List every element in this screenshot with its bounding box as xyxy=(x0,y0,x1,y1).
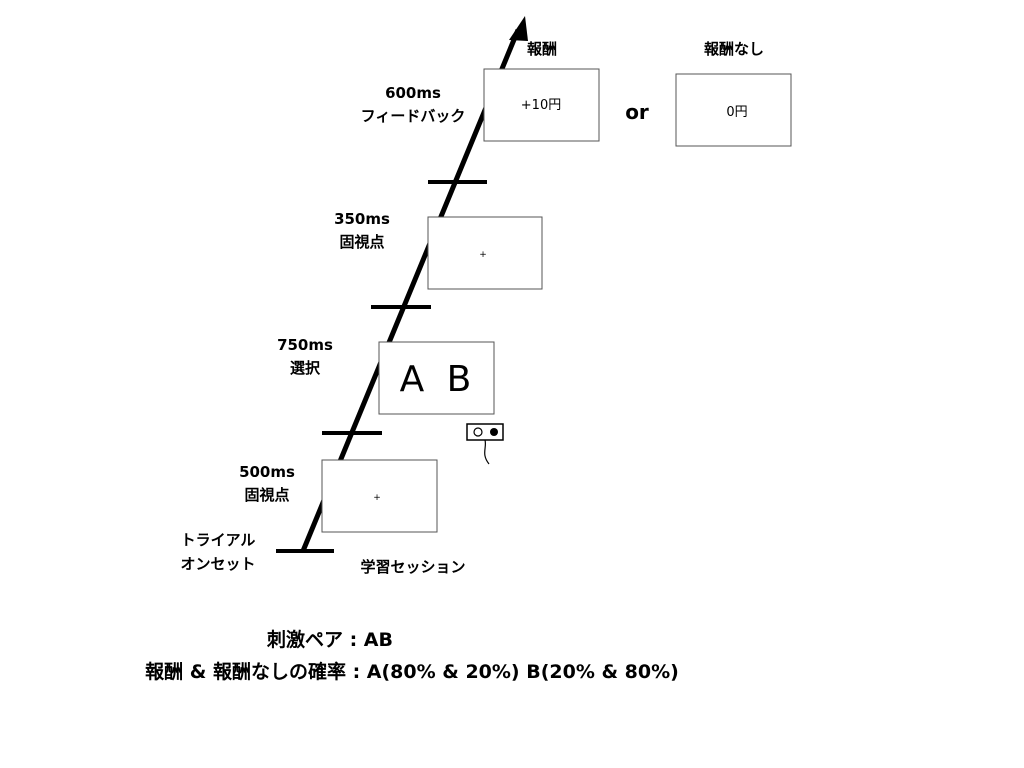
stimulus-pair-caption: 刺激ペア : AB xyxy=(267,628,393,651)
choice-name: 選択 xyxy=(290,359,321,377)
fixation-cross-icon: + xyxy=(373,493,381,503)
noreward-screen xyxy=(675,73,792,147)
trial-onset-line2: オンセット xyxy=(180,555,255,573)
fixation-screen-1 xyxy=(321,459,438,533)
fixation-2-name: 固視点 xyxy=(339,233,384,251)
choice-duration: 750ms xyxy=(277,336,333,354)
choice-screen xyxy=(378,341,495,415)
noreward-value: 0円 xyxy=(726,105,747,120)
fixation-1-duration: 500ms xyxy=(239,463,295,481)
reward-screen xyxy=(483,68,600,142)
feedback-duration: 600ms xyxy=(385,84,441,102)
session-label: 学習セッション xyxy=(360,558,465,576)
trial-onset-line1: トライアル xyxy=(181,531,256,549)
stimulus-a: A xyxy=(400,359,425,400)
fixation-2-duration: 350ms xyxy=(334,210,390,228)
feedback-name: フィードバック xyxy=(361,107,466,125)
timeline-arrowhead xyxy=(509,16,528,41)
fixation-1-name: 固視点 xyxy=(244,486,289,504)
or-label: or xyxy=(625,100,649,124)
reward-value: +10円 xyxy=(521,98,561,113)
stimulus-b: B xyxy=(447,359,472,400)
reward-title: 報酬 xyxy=(527,40,557,58)
fixation-screen-2 xyxy=(427,216,543,290)
probability-caption: 報酬 & 報酬なしの確率 : A(80% & 20%) B(20% & 80%) xyxy=(145,660,679,683)
button-box-icon xyxy=(466,423,504,465)
fixation-cross-icon: + xyxy=(479,250,487,260)
noreward-title: 報酬なし xyxy=(704,40,764,58)
